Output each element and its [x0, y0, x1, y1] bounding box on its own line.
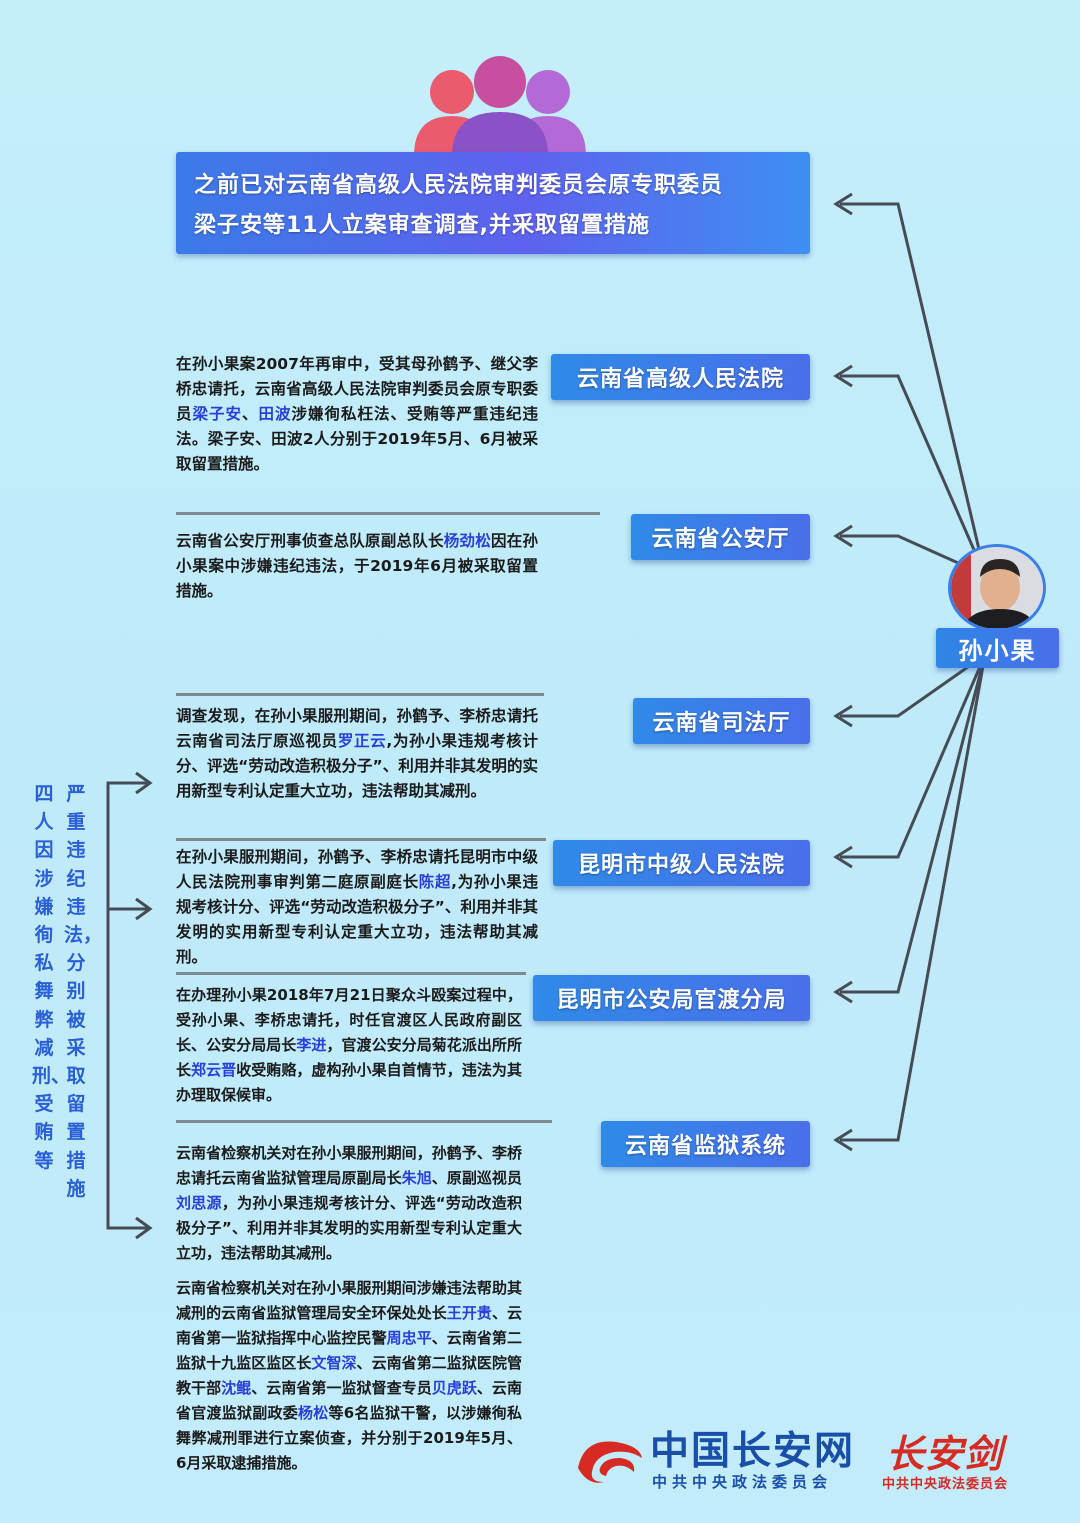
person-highlight: 沈鲲 [221, 1379, 252, 1397]
text-segment: 、云南省官渡监狱副政委 [176, 1379, 522, 1422]
person-highlight: 贝虎跃 [431, 1379, 477, 1397]
desc-high-court: 在孙小果案2007年再审中，受其母孙鹤予、继父李桥忠请托，云南省高级人民法院审判… [176, 352, 538, 477]
person-highlight: 王开贵 [446, 1304, 492, 1322]
text-segment: 云南省检察机关对在孙小果服刑期间，孙鹤予、李桥忠请托云南省监狱管理局原副局长 [176, 1144, 522, 1187]
side-note-left-column: 四人因涉嫌徇私舞弊减刑、受贿等 [32, 783, 71, 1172]
text-segment: 、云南省第一监狱督查专员 [251, 1379, 432, 1397]
text-segment: 等6名监狱干警，以涉嫌徇私舞弊减刑罪进行立案侦查，并分别于2019年5月、6月采… [176, 1404, 522, 1472]
text-segment: 云南省检察机关对在孙小果服刑期间涉嫌违法帮助其减刑的云南省监狱管理局安全环保处处… [176, 1279, 522, 1322]
seal-main-text: 长安剑 [886, 1431, 1004, 1476]
changan-logo-icon [578, 1441, 642, 1483]
person-avatar [948, 544, 1046, 632]
org-tag-guandu-police: 昆明市公安局官渡分局 [533, 975, 810, 1021]
text-segment: 、云南省第二监狱医院管教干部 [176, 1354, 522, 1397]
header-banner: 之前已对云南省高级人民法院审判委员会原专职委员 梁子安等11人立案审查调查,并采… [176, 152, 810, 254]
person-highlight: 郑云晋 [191, 1061, 237, 1079]
text-segment: 在孙小果案2007年再审中，受其母孙鹤予、继父李桥忠请托，云南省高级人民法院审判… [176, 355, 538, 423]
desc-justice: 调查发现，在孙小果服刑期间，孙鹤予、李桥忠请托云南省司法厅原巡视员罗正云,为孙小… [176, 704, 538, 804]
text-segment: 因在孙小果案中涉嫌违纪违法，于2019年6月被采取留置措施。 [176, 532, 538, 600]
logo-main-text: 中国长安网 [650, 1428, 856, 1474]
people-group-icon [414, 56, 586, 156]
desc-public-security: 云南省公安厅刑事侦查总队原副总队长杨劲松因在孙小果案中涉嫌违纪违法，于2019年… [176, 529, 538, 604]
org-tag-prison: 云南省监狱系统 [601, 1121, 810, 1167]
person-highlight: 杨松 [298, 1404, 329, 1422]
desc-prison-b: 云南省检察机关对在孙小果服刑期间涉嫌违法帮助其减刑的云南省监狱管理局安全环保处处… [176, 1276, 522, 1476]
divider [176, 972, 526, 975]
desc-guandu-police: 在办理孙小果2018年7月21日聚众斗殴案过程中，受孙小果、李桥忠请托，时任官渡… [176, 983, 522, 1108]
person-highlight: 刘思源 [176, 1194, 222, 1212]
person-highlight: 文智深 [311, 1354, 357, 1372]
text-segment: 、云南省第二监狱十九监区监区长 [176, 1329, 522, 1372]
text-segment: ，为孙小果违规考核计分、评选“劳动改造积极分子”、利用并非其发明的实用新型专利认… [176, 1194, 522, 1262]
text-segment: 在办理孙小果2018年7月21日聚众斗殴案过程中，受孙小果、李桥忠请托，时任官渡… [176, 986, 522, 1054]
divider [176, 838, 546, 841]
person-highlight: 陈超 [418, 873, 452, 891]
header-line-2: 梁子安等11人立案审查调查,并采取留置措施 [194, 213, 650, 238]
text-segment: 涉嫌徇私枉法、受贿等严重违纪违法。梁子安、田波2人分别于2019年5月、6月被采… [176, 405, 538, 473]
divider [176, 1120, 552, 1123]
logo-sub-text: 中共中央政法委员会 [652, 1473, 833, 1491]
org-tag-public-security: 云南省公安厅 [631, 514, 810, 560]
text-segment: ,为孙小果违规考核计分、评选“劳动改造积极分子”、利用并非其发明的实用新型专利认… [176, 873, 538, 966]
text-segment: 收受贿赂，虚构孙小果自首情节，违法为其办理取保候审。 [176, 1061, 522, 1104]
divider [176, 512, 600, 515]
org-tag-justice: 云南省司法厅 [633, 698, 810, 744]
text-segment: 、云南省第一监狱指挥中心监控民警 [176, 1304, 522, 1347]
person-highlight: 罗正云 [337, 732, 387, 750]
divider [176, 693, 544, 696]
seal-sub-text: 中共中央政法委员会 [882, 1477, 1009, 1492]
side-note-right-column: 严重违纪违法，分别被采取留置措施 [64, 783, 103, 1200]
person-highlight: 田波 [258, 405, 292, 423]
text-segment: 、原副巡视员 [431, 1169, 522, 1187]
text-segment: ,为孙小果违规考核计分、评选“劳动改造积极分子”、利用并非其发明的实用新型专利认… [176, 732, 538, 800]
person-highlight: 李进 [296, 1036, 327, 1054]
desc-kunming-court: 在孙小果服刑期间，孙鹤予、李桥忠请托昆明市中级人民法院刑事审判第二庭原副庭长陈超… [176, 845, 538, 970]
person-highlight: 周忠平 [386, 1329, 432, 1347]
text-segment: ，官渡公安分局菊花派出所所长 [176, 1036, 522, 1079]
text-segment: 调查发现，在孙小果服刑期间，孙鹤予、李桥忠请托云南省司法厅原巡视员 [176, 707, 538, 750]
person-highlight: 梁子安 [192, 405, 243, 423]
person-highlight: 朱旭 [401, 1169, 432, 1187]
org-tag-kunming-court: 昆明市中级人民法院 [553, 840, 810, 886]
text-segment: 、 [242, 405, 259, 423]
text-segment: 云南省公安厅刑事侦查总队原副总队长 [176, 532, 444, 550]
org-tag-high-court: 云南省高级人民法院 [551, 354, 810, 400]
header-line-1: 之前已对云南省高级人民法院审判委员会原专职委员 [194, 173, 724, 198]
person-highlight: 杨劲松 [443, 532, 491, 550]
person-name-tag: 孙小果 [936, 628, 1059, 668]
desc-prison-a: 云南省检察机关对在孙小果服刑期间，孙鹤予、李桥忠请托云南省监狱管理局原副局长朱旭… [176, 1141, 522, 1266]
text-segment: 在孙小果服刑期间，孙鹤予、李桥忠请托昆明市中级人民法院刑事审判第二庭原副庭长 [176, 848, 538, 891]
